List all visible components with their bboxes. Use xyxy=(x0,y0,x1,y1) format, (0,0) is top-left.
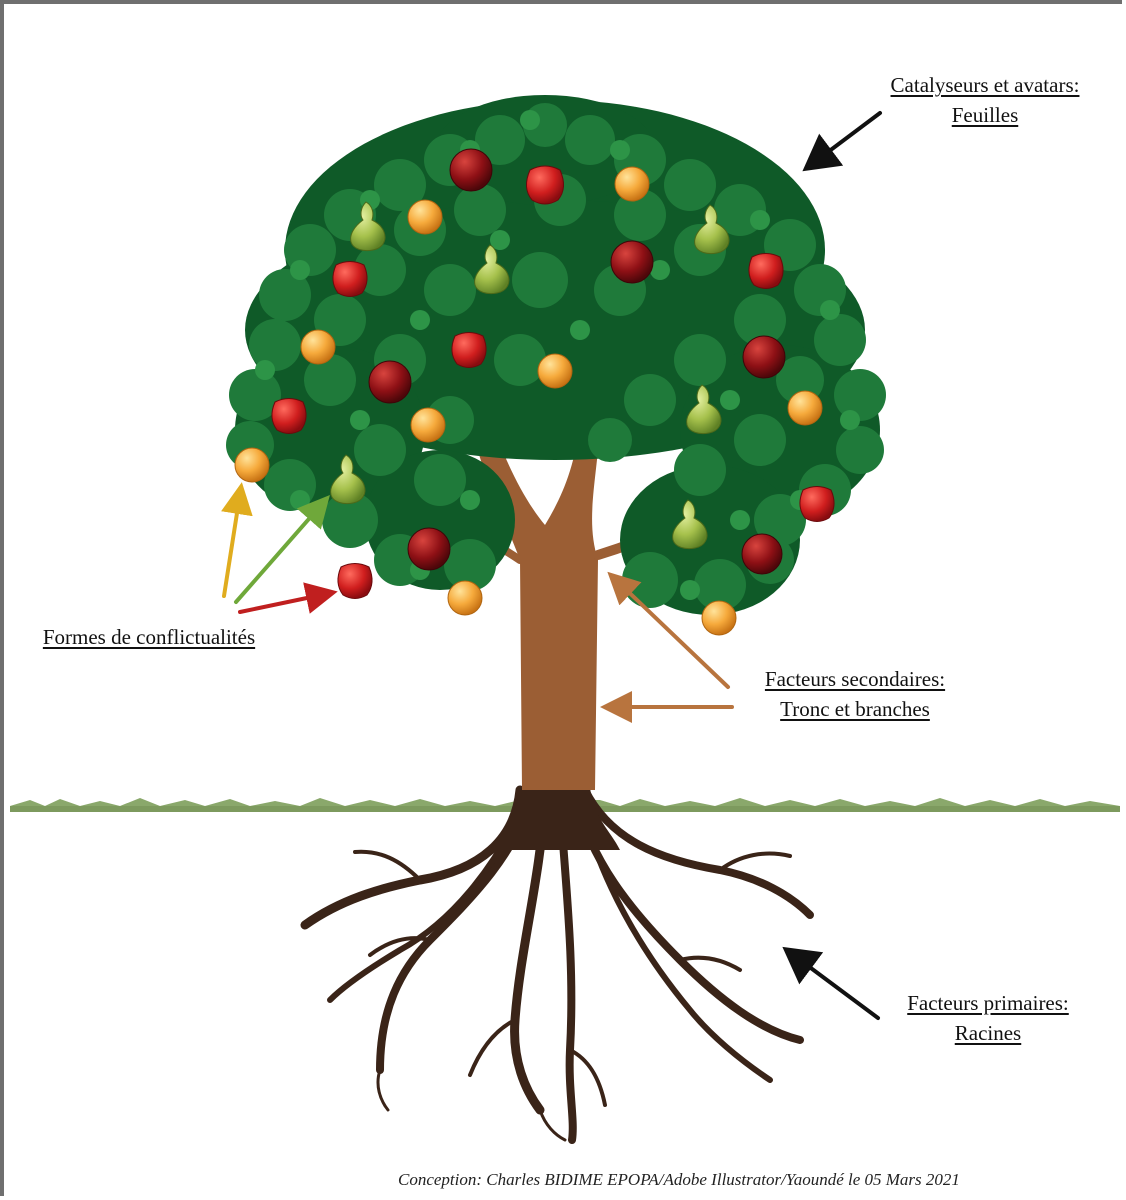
primary-label-line2: Racines xyxy=(878,1018,1098,1048)
fruits-label-line1: Formes de conflictualités xyxy=(14,622,284,652)
fruits-label: Formes de conflictualités xyxy=(14,622,284,652)
primary-label: Facteurs primaires: Racines xyxy=(878,988,1098,1048)
secondary-label-line2: Tronc et branches xyxy=(735,694,975,724)
leaves-label-line1: Catalyseurs et avatars: xyxy=(860,70,1110,100)
credit-line: Conception: Charles BIDIME EPOPA/Adobe I… xyxy=(398,1170,960,1190)
arrow-fruit-apple xyxy=(240,594,326,612)
leaves-label: Catalyseurs et avatars: Feuilles xyxy=(860,70,1110,130)
secondary-label-line1: Facteurs secondaires: xyxy=(735,664,975,694)
primary-label-line1: Facteurs primaires: xyxy=(878,988,1098,1018)
arrow-fruit-pear xyxy=(236,504,322,602)
arrow-roots xyxy=(792,954,878,1018)
secondary-label: Facteurs secondaires: Tronc et branches xyxy=(735,664,975,724)
arrow-fruit-orange xyxy=(224,494,240,596)
leaves-label-line2: Feuilles xyxy=(860,100,1110,130)
